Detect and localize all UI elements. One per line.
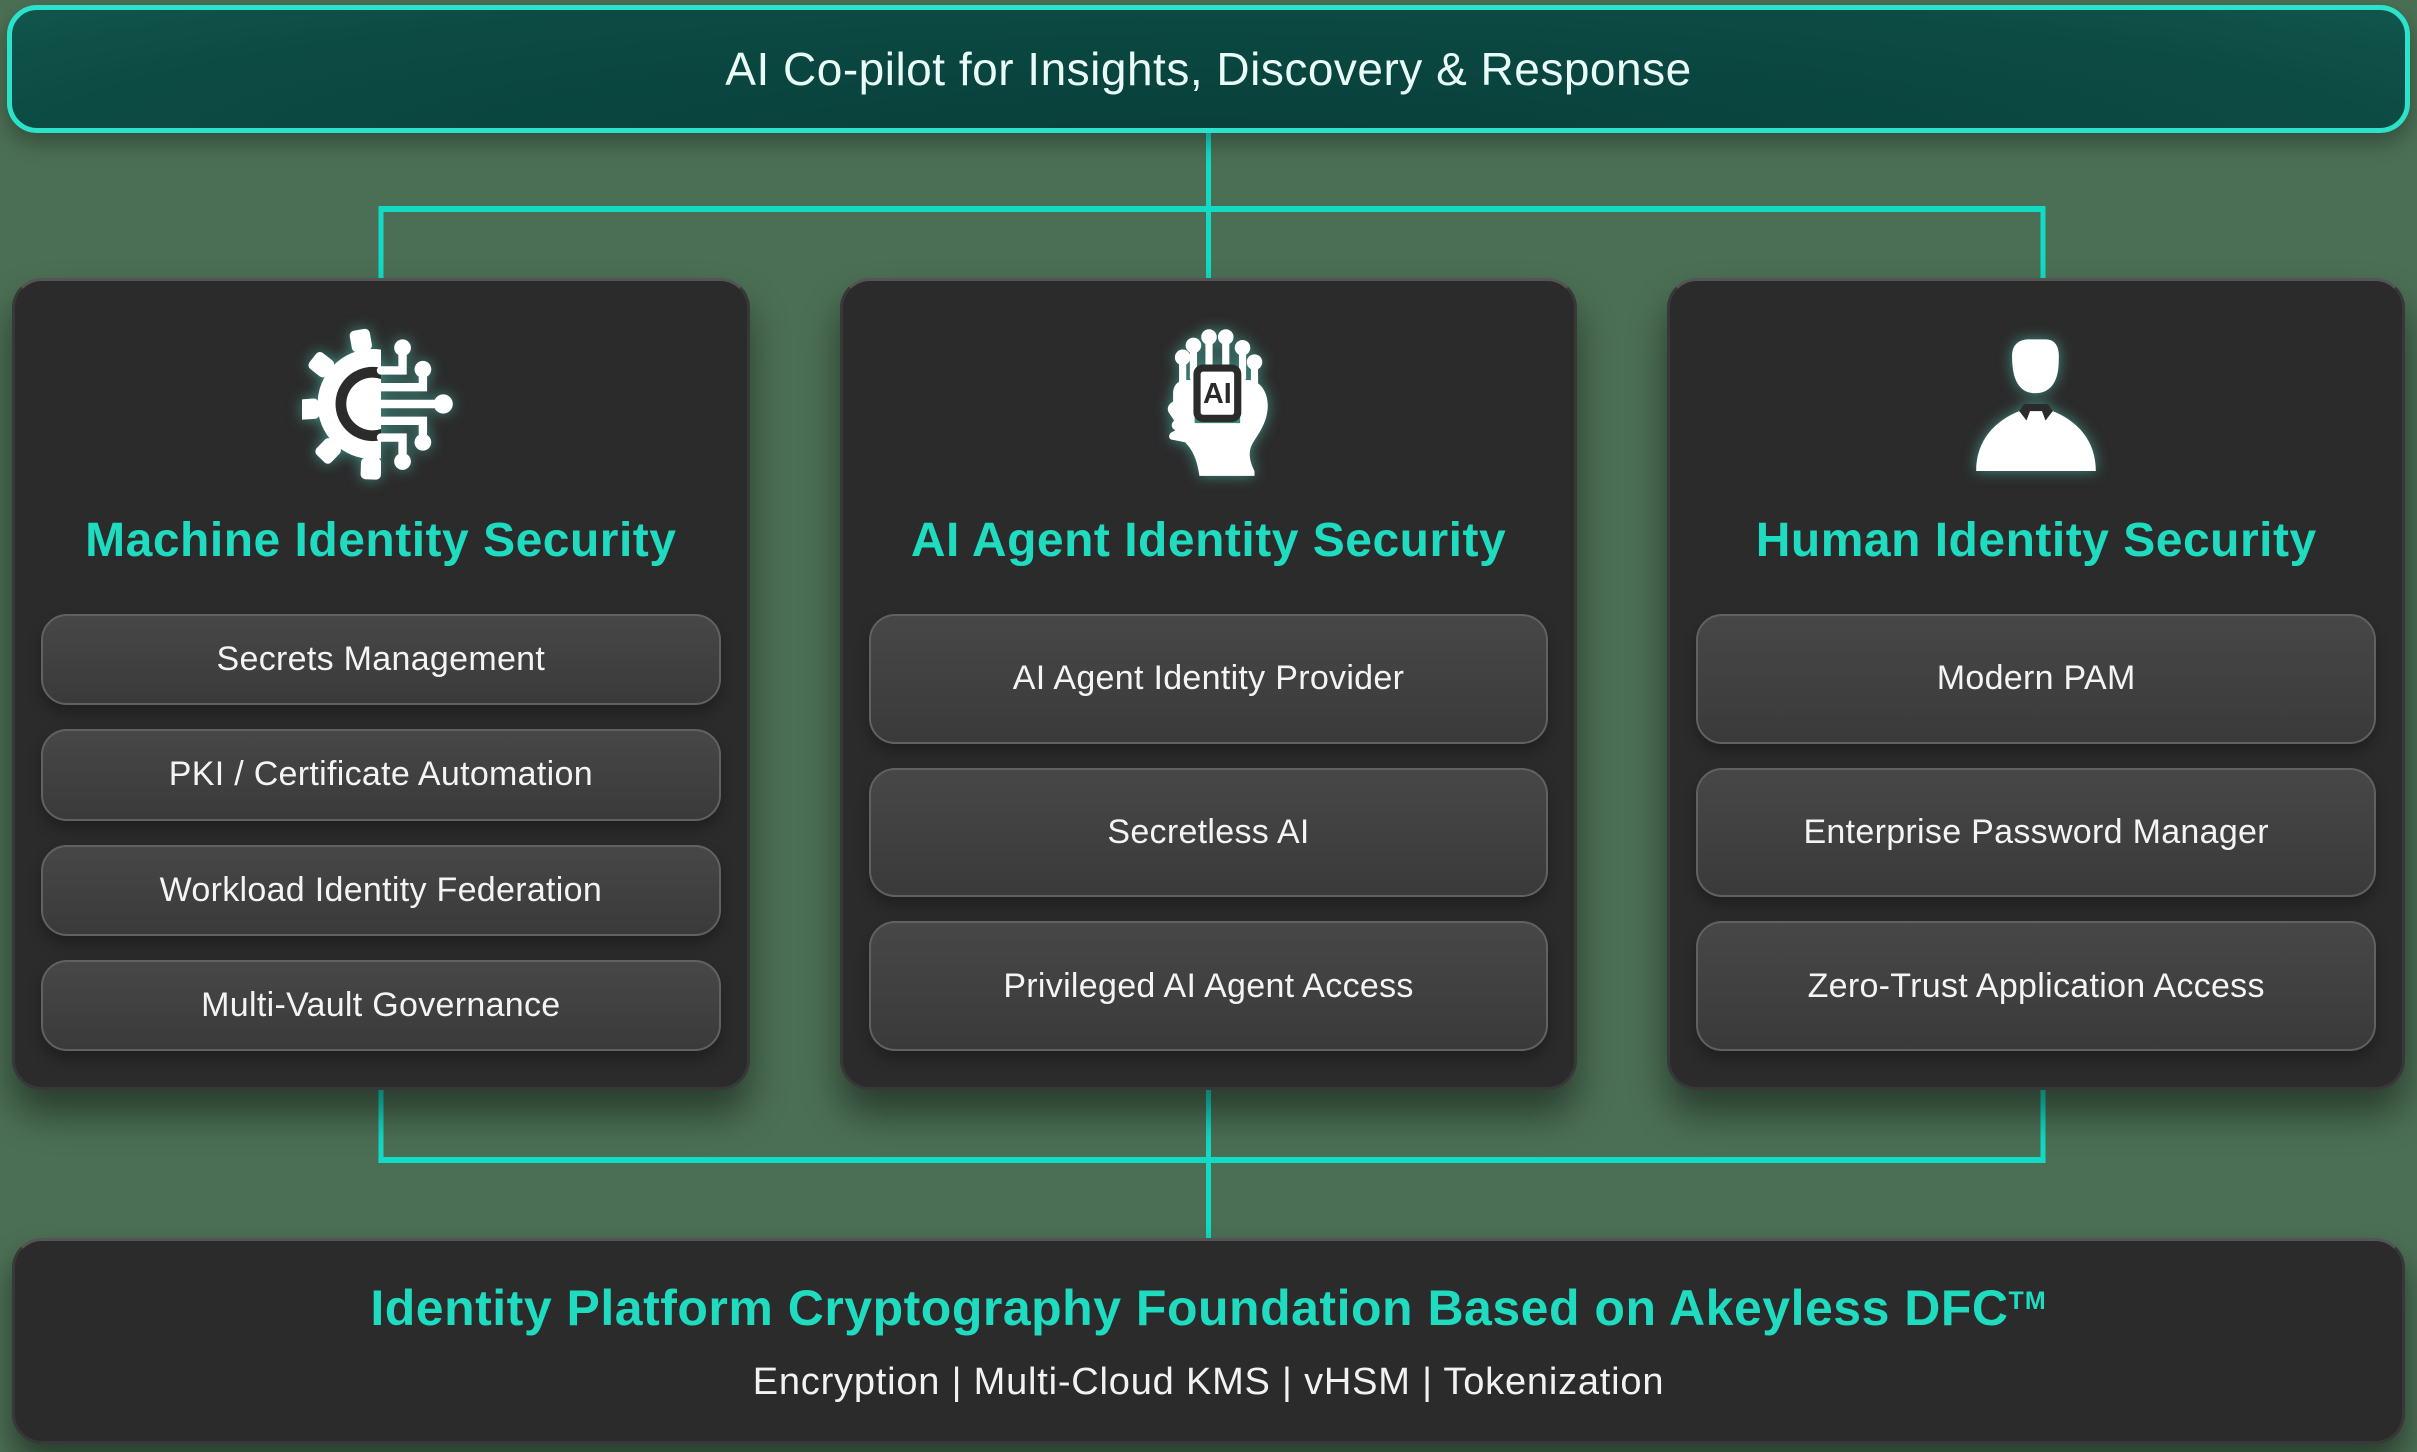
list-item: Secrets Management <box>41 614 721 706</box>
card-item-list: AI Agent Identity Provider Secretless AI… <box>868 614 1549 1052</box>
list-item: Multi-Vault Governance <box>41 959 721 1051</box>
foundation-title: Identity Platform Cryptography Foundatio… <box>370 1279 2047 1336</box>
list-item: Zero-Trust Application Access <box>1696 921 2377 1052</box>
svg-text:AI: AI <box>1203 378 1232 410</box>
card-human-identity-security: Human Identity Security Modern PAM Enter… <box>1667 278 2406 1090</box>
list-item: Enterprise Password Manager <box>1696 767 2377 898</box>
list-item: Privileged AI Agent Access <box>868 921 1549 1052</box>
trademark-mark: TM <box>2008 1286 2047 1315</box>
machine-identity-icon <box>301 325 460 483</box>
ai-copilot-banner: AI Co-pilot for Insights, Discovery & Re… <box>7 5 2410 133</box>
card-title: AI Agent Identity Security <box>910 514 1507 567</box>
card-title: Human Identity Security <box>1755 514 2317 567</box>
card-title: Machine Identity Security <box>85 514 677 567</box>
ai-agent-identity-icon: AI <box>1130 325 1288 483</box>
card-item-list: Modern PAM Enterprise Password Manager Z… <box>1696 614 2377 1052</box>
card-machine-identity-security: Machine Identity Security Secrets Manage… <box>12 278 750 1090</box>
foundation-bar: Identity Platform Cryptography Foundatio… <box>12 1238 2405 1444</box>
list-item: AI Agent Identity Provider <box>868 614 1549 744</box>
card-ai-agent-identity-security: AI AI Agent Identity Security AI Agent I… <box>839 278 1578 1090</box>
list-item: Workload Identity Federation <box>41 844 721 936</box>
card-item-list: Secrets Management PKI / Certificate Aut… <box>41 614 721 1051</box>
list-item: PKI / Certificate Automation <box>41 729 721 821</box>
banner-title: AI Co-pilot for Insights, Discovery & Re… <box>725 43 1692 95</box>
list-item: Secretless AI <box>868 767 1549 898</box>
list-item: Modern PAM <box>1696 614 2377 744</box>
foundation-subtitle: Encryption | Multi-Cloud KMS | vHSM | To… <box>752 1360 1665 1403</box>
pillar-cards-row: Machine Identity Security Secrets Manage… <box>12 278 2406 1090</box>
human-identity-icon <box>1957 325 2115 483</box>
